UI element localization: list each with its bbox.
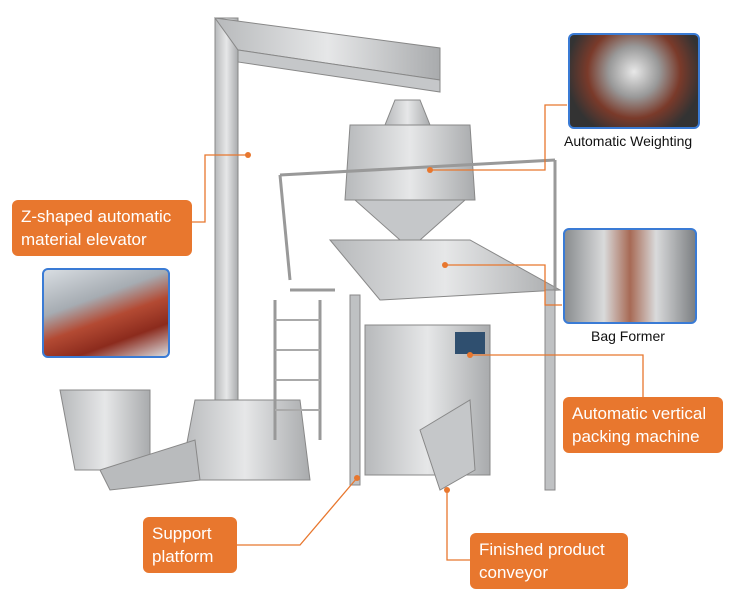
platform	[273, 158, 562, 491]
multihead-weigher	[344, 99, 476, 241]
bag-former-photo	[563, 228, 697, 324]
weighting-photo	[568, 33, 700, 129]
caption-weighting: Automatic Weighting	[564, 133, 693, 149]
callout-elevator: Z-shaped automatic material elevator	[12, 200, 192, 256]
leader-lines	[192, 104, 644, 561]
z-elevator	[59, 17, 441, 491]
callout-conveyor: Finished product conveyor	[470, 533, 628, 589]
packing-machine	[364, 324, 491, 491]
callout-packing: Automatic vertical packing machine	[563, 397, 723, 453]
callout-platform: Support platform	[143, 517, 237, 573]
elevator-photo	[42, 268, 170, 358]
caption-bag-former: Bag Former	[591, 328, 665, 344]
